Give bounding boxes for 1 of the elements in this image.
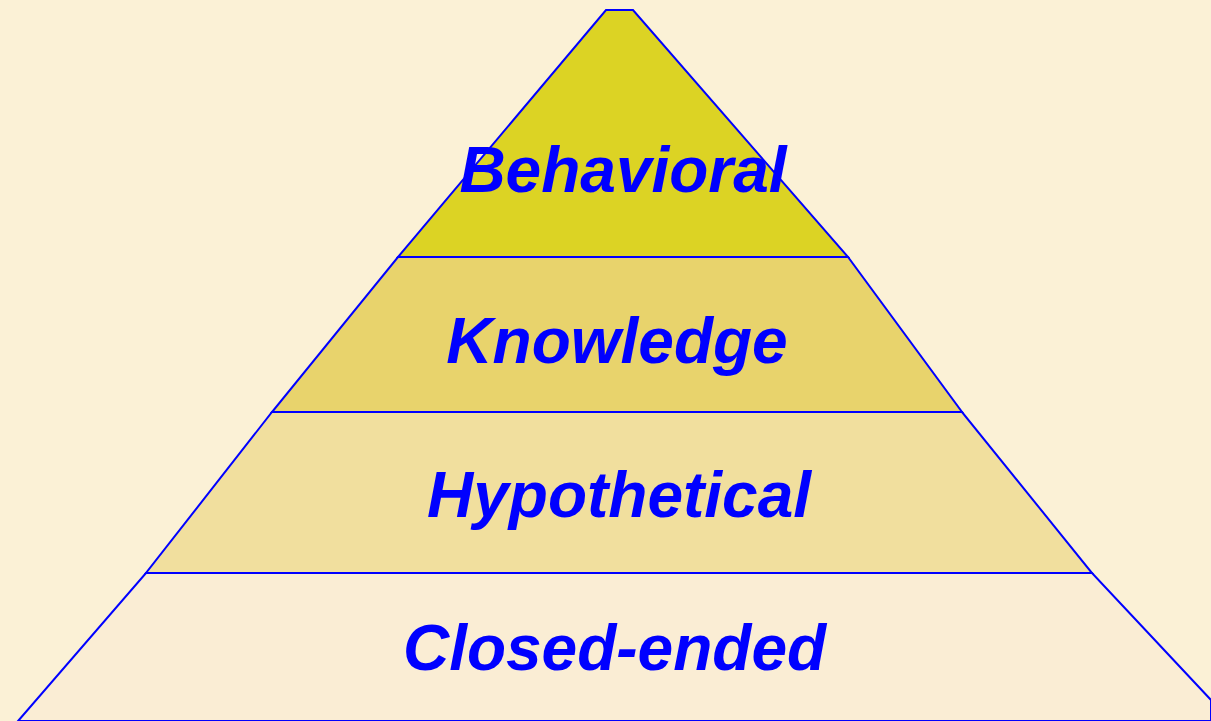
tier-label: Closed-ended — [402, 616, 827, 680]
